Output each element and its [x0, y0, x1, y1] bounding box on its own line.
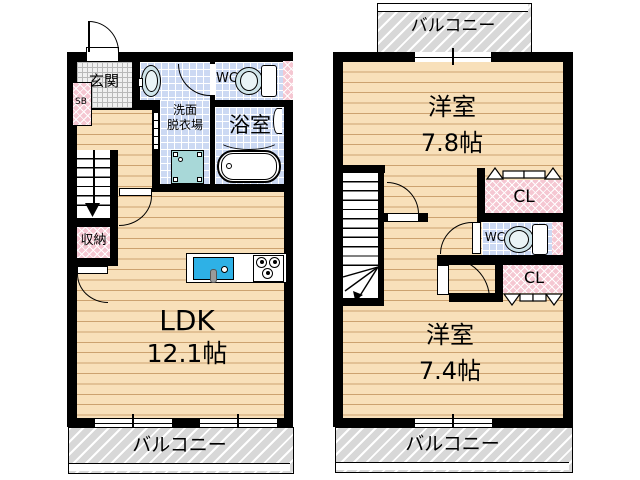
stairs-2f — [343, 173, 378, 266]
toilet-2f-tank — [532, 224, 548, 255]
balcony-2f-bottom-rail — [336, 462, 569, 470]
wc-label: WC — [216, 71, 238, 86]
wc-2f-door-leaf — [472, 222, 481, 254]
stairs-1f-down-arrow — [85, 203, 100, 217]
stairs-1f-center-line — [93, 150, 95, 207]
bedroom-bottom-window-tick — [452, 414, 454, 430]
wc-2f-pipe-space — [552, 222, 563, 257]
wall-stair2-right — [378, 165, 384, 306]
bedroom-top-size-label: 7.8帖 — [420, 129, 484, 157]
stairs-2f-winder — [343, 266, 378, 302]
genkan-label: 玄関 — [88, 72, 119, 90]
washing-machine-pad-tl — [173, 152, 178, 157]
wall-stair-right — [110, 150, 118, 265]
bedroom-top-label: 洋室 — [428, 93, 476, 121]
wall-bedroom-bottom-top — [449, 293, 503, 302]
washroom-label-line1: 洗面 — [172, 103, 197, 117]
toilet-tank — [261, 65, 277, 97]
wall-cl-top-left — [477, 168, 485, 222]
ldk-door-leaf — [119, 188, 152, 196]
washroom-sliding-door — [153, 112, 159, 150]
floor2-wall-top-left — [333, 52, 415, 62]
wall-wc-bath — [210, 100, 284, 107]
balcony-1f-label: バルコニー — [132, 434, 227, 456]
ldk-window-left-tick — [132, 414, 134, 430]
bathtub-drain — [226, 163, 232, 169]
floor2-wall-top-right — [491, 52, 573, 62]
closet-top — [485, 180, 563, 213]
shoebox — [72, 82, 92, 126]
kitchen-faucet-knob — [221, 266, 228, 273]
washroom-label-line2: 脱衣場 — [166, 118, 203, 132]
bedroom-bottom-size-label: 7.4帖 — [418, 357, 482, 385]
balcony-2f-bottom-label: バルコニー — [405, 433, 500, 455]
washing-machine-knob — [178, 157, 183, 162]
wall-storage-top — [72, 218, 118, 227]
cl-bottom-folding-door — [503, 293, 563, 306]
floor1-wall-right — [284, 52, 293, 427]
wall-stair2-top — [333, 165, 385, 173]
storage-label: 収納 — [80, 233, 107, 248]
washing-machine-pad-bl — [173, 177, 178, 182]
closet-top-label: CL — [513, 187, 535, 207]
bedroom-top-window-tick — [452, 48, 454, 65]
wall-cl-wc — [477, 213, 563, 222]
washbasin-tap — [138, 78, 143, 87]
wall-basin-bottom — [132, 100, 163, 110]
toilet-bowl-inner — [240, 71, 258, 91]
wall-cl-bottom-left — [495, 265, 503, 302]
closet-bottom — [503, 265, 563, 293]
ldk-size-label: 12.1帖 — [146, 339, 228, 368]
storage-closet — [77, 227, 110, 258]
floor1-wall-top-right — [119, 52, 293, 62]
balcony-2f-bottom: バルコニー — [335, 427, 573, 473]
floor2-wall-right — [563, 52, 573, 427]
bedroom-bottom-label: 洋室 — [426, 321, 474, 349]
bedroom-top-door-leaf — [387, 213, 419, 222]
bath-door-arc — [218, 128, 280, 150]
bath-door-pocket — [273, 108, 282, 134]
wc-pipe-space — [283, 61, 293, 100]
wc-2f-label: WC — [484, 230, 506, 244]
toilet-2f-bowl-inner — [509, 230, 529, 249]
entrance-door-swing-arc — [89, 21, 119, 52]
stove-burner-3 — [262, 268, 273, 279]
floor1-wall-left — [67, 52, 77, 427]
balcony-2f-top-label: バルコニー — [410, 16, 496, 36]
stove-burner-2 — [269, 257, 280, 268]
washbasin-inner — [145, 70, 158, 92]
balcony-2f-top: バルコニー — [377, 3, 532, 55]
wall-genkan-basin — [132, 62, 140, 110]
wall-stair2-bottom — [333, 298, 384, 306]
kitchen-faucet — [210, 269, 217, 283]
wall-wc-2f-bottom — [437, 255, 563, 265]
balcony-1f-rail — [69, 463, 290, 471]
balcony-1f: バルコニー — [68, 427, 294, 474]
bedroom-bottom-door-leaf — [437, 265, 449, 295]
shoebox-label: SB — [75, 97, 87, 107]
washing-machine-pad-br — [197, 177, 202, 182]
stove-burner-1 — [256, 257, 267, 268]
balcony-2f-top-rail — [378, 4, 528, 12]
wall-washbath-bottom — [152, 184, 284, 192]
ldk-label: LDK — [159, 304, 215, 337]
ldk-window-right-tick — [237, 414, 239, 430]
storage-door-leaf — [77, 266, 108, 274]
cl-top-folding-door — [485, 167, 563, 180]
floor2-wall-left — [333, 52, 343, 427]
wc-door-gap — [210, 64, 215, 95]
genkan-step-line — [77, 108, 140, 110]
floor1-wall-bottom — [67, 418, 293, 427]
wall-storage-bottom — [72, 258, 118, 266]
closet-bottom-label: CL — [523, 268, 545, 287]
wall-basin-wc — [210, 62, 215, 190]
entrance-door-open-leaf — [88, 21, 90, 52]
washing-machine-pad-tr — [197, 152, 202, 157]
